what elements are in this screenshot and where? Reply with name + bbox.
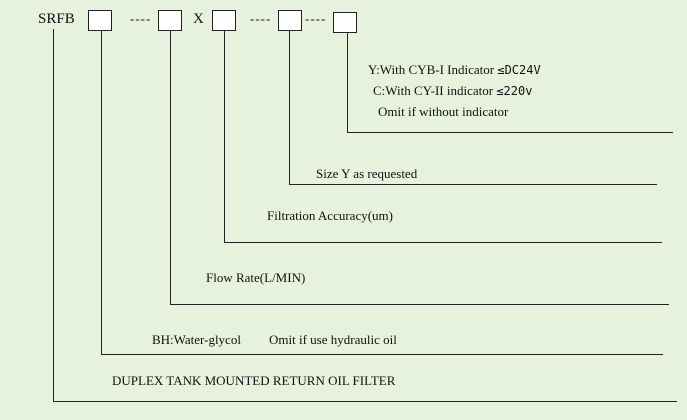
flow-rate-label: Flow Rate(L/MIN)	[206, 270, 306, 285]
indicator-option-c-text: C:With CY-II indicator	[373, 83, 494, 98]
filtration-label: Filtration Accuracy(um)	[267, 208, 393, 223]
flow-rate-box	[158, 10, 182, 31]
product-name: DUPLEX TANK MOUNTED RETURN OIL FILTER	[112, 373, 396, 388]
medium-code-box	[88, 10, 112, 31]
filtration-leader-horizontal	[224, 242, 662, 243]
separator-dash: ----	[130, 11, 152, 26]
indicator-option-y: Y:With CYB-I Indicator ≤DC24V	[368, 62, 541, 78]
product-leader-vertical	[53, 29, 54, 402]
medium-leader-horizontal	[101, 354, 663, 355]
medium-leader-vertical	[101, 31, 102, 355]
model-prefix: SRFB	[38, 11, 75, 27]
filtration-box	[212, 10, 236, 31]
indicator-option-c-rating: ≤220v	[496, 84, 533, 98]
separator-dash: ----	[305, 11, 327, 26]
indicator-option-y-rating: ≤DC24V	[497, 63, 541, 77]
size-leader-vertical	[289, 31, 290, 185]
flow-rate-leader-vertical	[170, 31, 171, 305]
medium-option-omit: Omit if use hydraulic oil	[269, 332, 397, 347]
medium-option-bh: BH:Water-glycol	[152, 332, 241, 347]
size-box	[278, 10, 302, 31]
product-leader-horizontal	[53, 401, 677, 402]
indicator-option-omit: Omit if without indicator	[378, 104, 509, 119]
filtration-leader-vertical	[224, 31, 225, 243]
separator-dash: ----	[250, 11, 272, 26]
size-leader-horizontal	[289, 184, 657, 185]
times-sign: X	[193, 11, 204, 27]
flow-rate-leader-horizontal	[170, 304, 669, 305]
indicator-leader-horizontal	[347, 132, 673, 133]
indicator-option-y-text: Y:With CYB-I Indicator	[368, 62, 495, 77]
indicator-leader-vertical	[347, 33, 348, 132]
size-label: Size Y as requested	[316, 166, 418, 181]
indicator-box	[333, 12, 357, 33]
indicator-option-c: C:With CY-II indicator ≤220v	[373, 83, 532, 99]
